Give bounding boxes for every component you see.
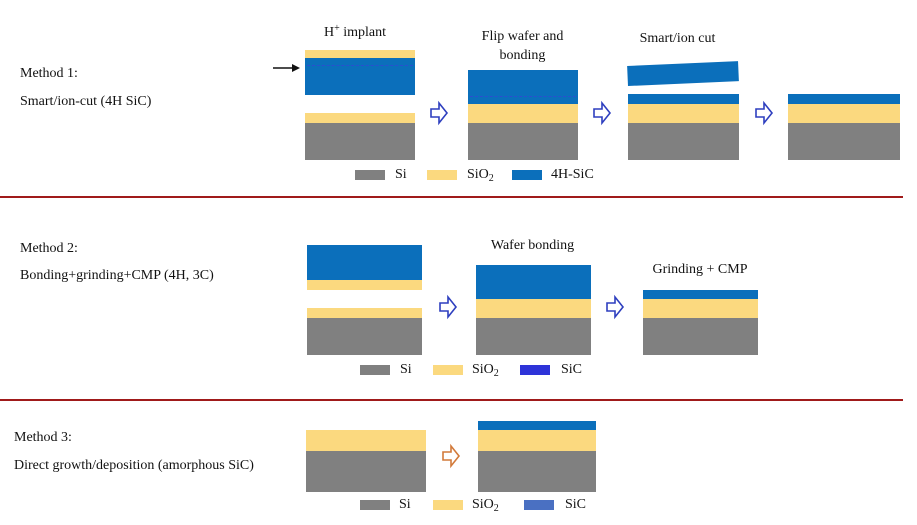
method3-step2-oxide (478, 430, 596, 451)
method3-legend-sio2-swatch (433, 500, 463, 510)
method2-legend-sic-label: SiC (561, 362, 583, 377)
method1-step4-si (788, 123, 900, 160)
method3-step2-sic (478, 421, 596, 430)
method3-title: Method 3: (14, 430, 72, 445)
method2-step2-si (476, 318, 591, 355)
method2-legend-si-swatch (360, 365, 390, 375)
section-divider-1 (0, 196, 903, 198)
method2-step1-sic (307, 245, 422, 280)
method1-arrow-1-icon (430, 100, 449, 126)
method1-arrow-3-icon (755, 100, 774, 126)
method3-legend-si-swatch (360, 500, 390, 510)
method1-step3-si (628, 123, 739, 160)
method2-step3-si (643, 318, 758, 355)
method3-legend-si-label: Si (399, 497, 411, 512)
method1-step1-donor-oxide (305, 50, 415, 58)
method2-title: Method 2: (20, 241, 78, 256)
method2-arrow-2-icon (606, 294, 625, 320)
method1-legend-sio2-label: SiO2 (467, 167, 494, 184)
method1-subtitle: Smart/ion-cut (4H SiC) (20, 94, 152, 109)
method2-step1-handle-oxide (307, 308, 422, 318)
method1-step3-caption: Smart/ion cut (639, 31, 716, 46)
method1-step1-handle-oxide (305, 113, 415, 123)
method2-step2-oxide (476, 299, 591, 318)
method1-step2-caption-line2: bonding (499, 48, 546, 63)
method1-legend-sio2-swatch (427, 170, 457, 180)
method3-step2-si (478, 451, 596, 492)
method1-legend-si-swatch (355, 170, 385, 180)
method2-subtitle: Bonding+grinding+CMP (4H, 3C) (20, 268, 214, 283)
method2-legend-sic-swatch (520, 365, 550, 375)
method2-step1-top-oxide (307, 280, 422, 290)
method2-step1-handle-si (307, 318, 422, 355)
method1-step1-handle-si (305, 123, 415, 160)
method1-arrow-2-icon (593, 100, 612, 126)
method2-step2-sic (476, 265, 591, 299)
method1-step2-caption-line1: Flip wafer and (481, 29, 564, 44)
method1-step2-sic (468, 70, 578, 104)
method1-step2-oxide (468, 104, 578, 123)
section-divider-2 (0, 399, 903, 401)
method2-legend-si-label: Si (400, 362, 412, 377)
method1-step1-caption: H+ implant (323, 23, 387, 41)
method2-step3-caption: Grinding + CMP (652, 262, 748, 277)
method2-legend-sio2-swatch (433, 365, 463, 375)
method1-legend-si-label: Si (395, 167, 407, 182)
method1-step3-oxide (628, 104, 739, 123)
method3-subtitle: Direct growth/deposition (amorphous SiC) (14, 458, 254, 473)
method2-step2-caption: Wafer bonding (490, 238, 575, 253)
method1-step2-si (468, 123, 578, 160)
implant-arrow-icon (273, 64, 300, 72)
method3-legend-sio2-label: SiO2 (472, 497, 499, 514)
method1-step1-donor-sic (305, 58, 415, 95)
method3-arrow-icon (442, 443, 461, 469)
method3-legend-sic-label: SiC (565, 497, 587, 512)
method1-legend-sic-swatch (512, 170, 542, 180)
method3-legend-sic-swatch (524, 500, 554, 510)
method1-step2-implant-line (470, 96, 576, 97)
method2-arrow-1-icon (439, 294, 458, 320)
method1-title: Method 1: (20, 66, 78, 81)
method1-step4-oxide (788, 104, 900, 123)
method1-step4-sic (788, 94, 900, 104)
method2-legend-sio2-label: SiO2 (472, 362, 499, 379)
method2-step3-oxide (643, 299, 758, 318)
method1-legend-sic-label: 4H-SiC (551, 167, 594, 182)
method1-step1-implant-line (307, 65, 413, 66)
method3-step1-oxide (306, 430, 426, 451)
method3-step1-si (306, 451, 426, 492)
method2-step3-sic (643, 290, 758, 299)
method1-step3-thin-sic (628, 94, 739, 104)
